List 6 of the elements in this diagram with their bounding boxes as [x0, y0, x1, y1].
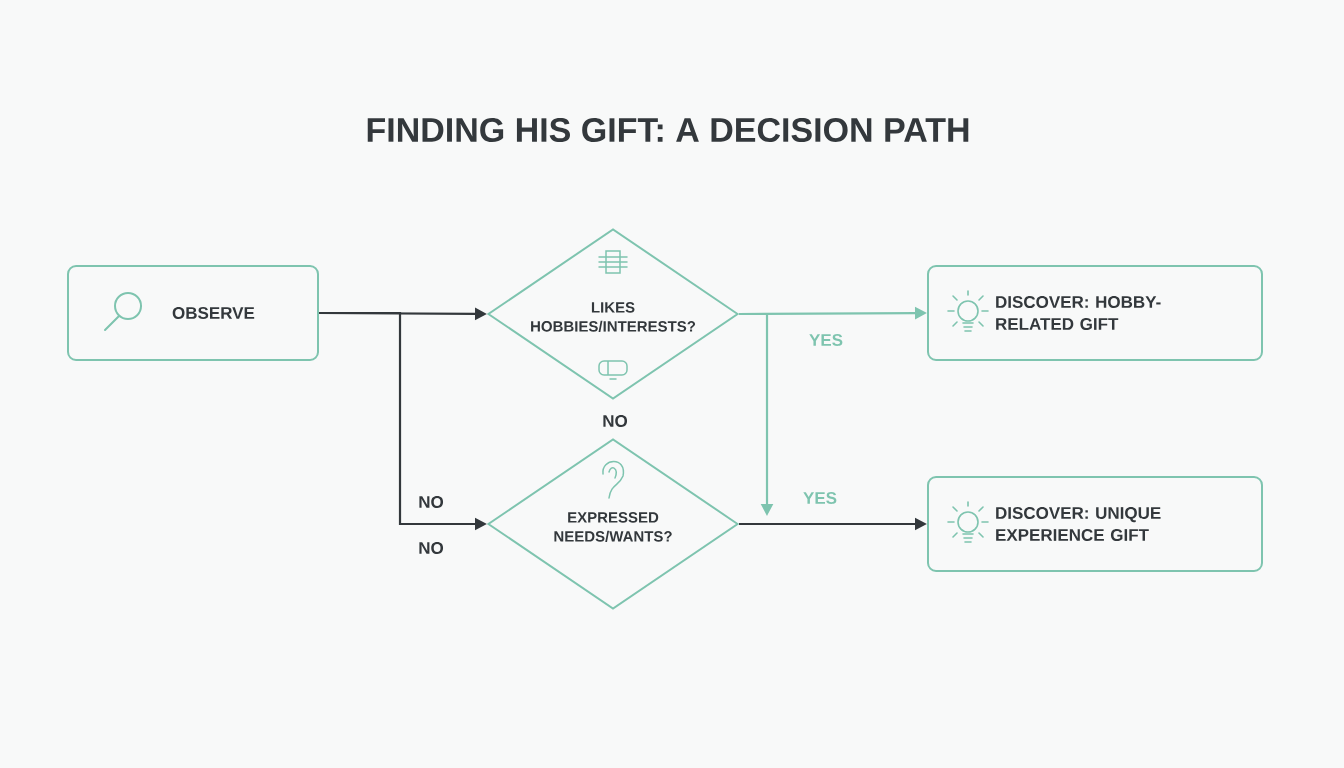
- title: FINDING HIS GIFT: A DECISION PATH: [367, 117, 969, 143]
- result-box: DISCOVER: HOBBY-RELATED GIFT: [927, 265, 1263, 361]
- process-box: OBSERVE: [67, 265, 319, 361]
- branch-label: NO: [419, 542, 444, 554]
- result-box: DISCOVER: UNIQUE EXPERIENCE GIFT: [927, 476, 1263, 572]
- branch-label: NO: [603, 415, 628, 427]
